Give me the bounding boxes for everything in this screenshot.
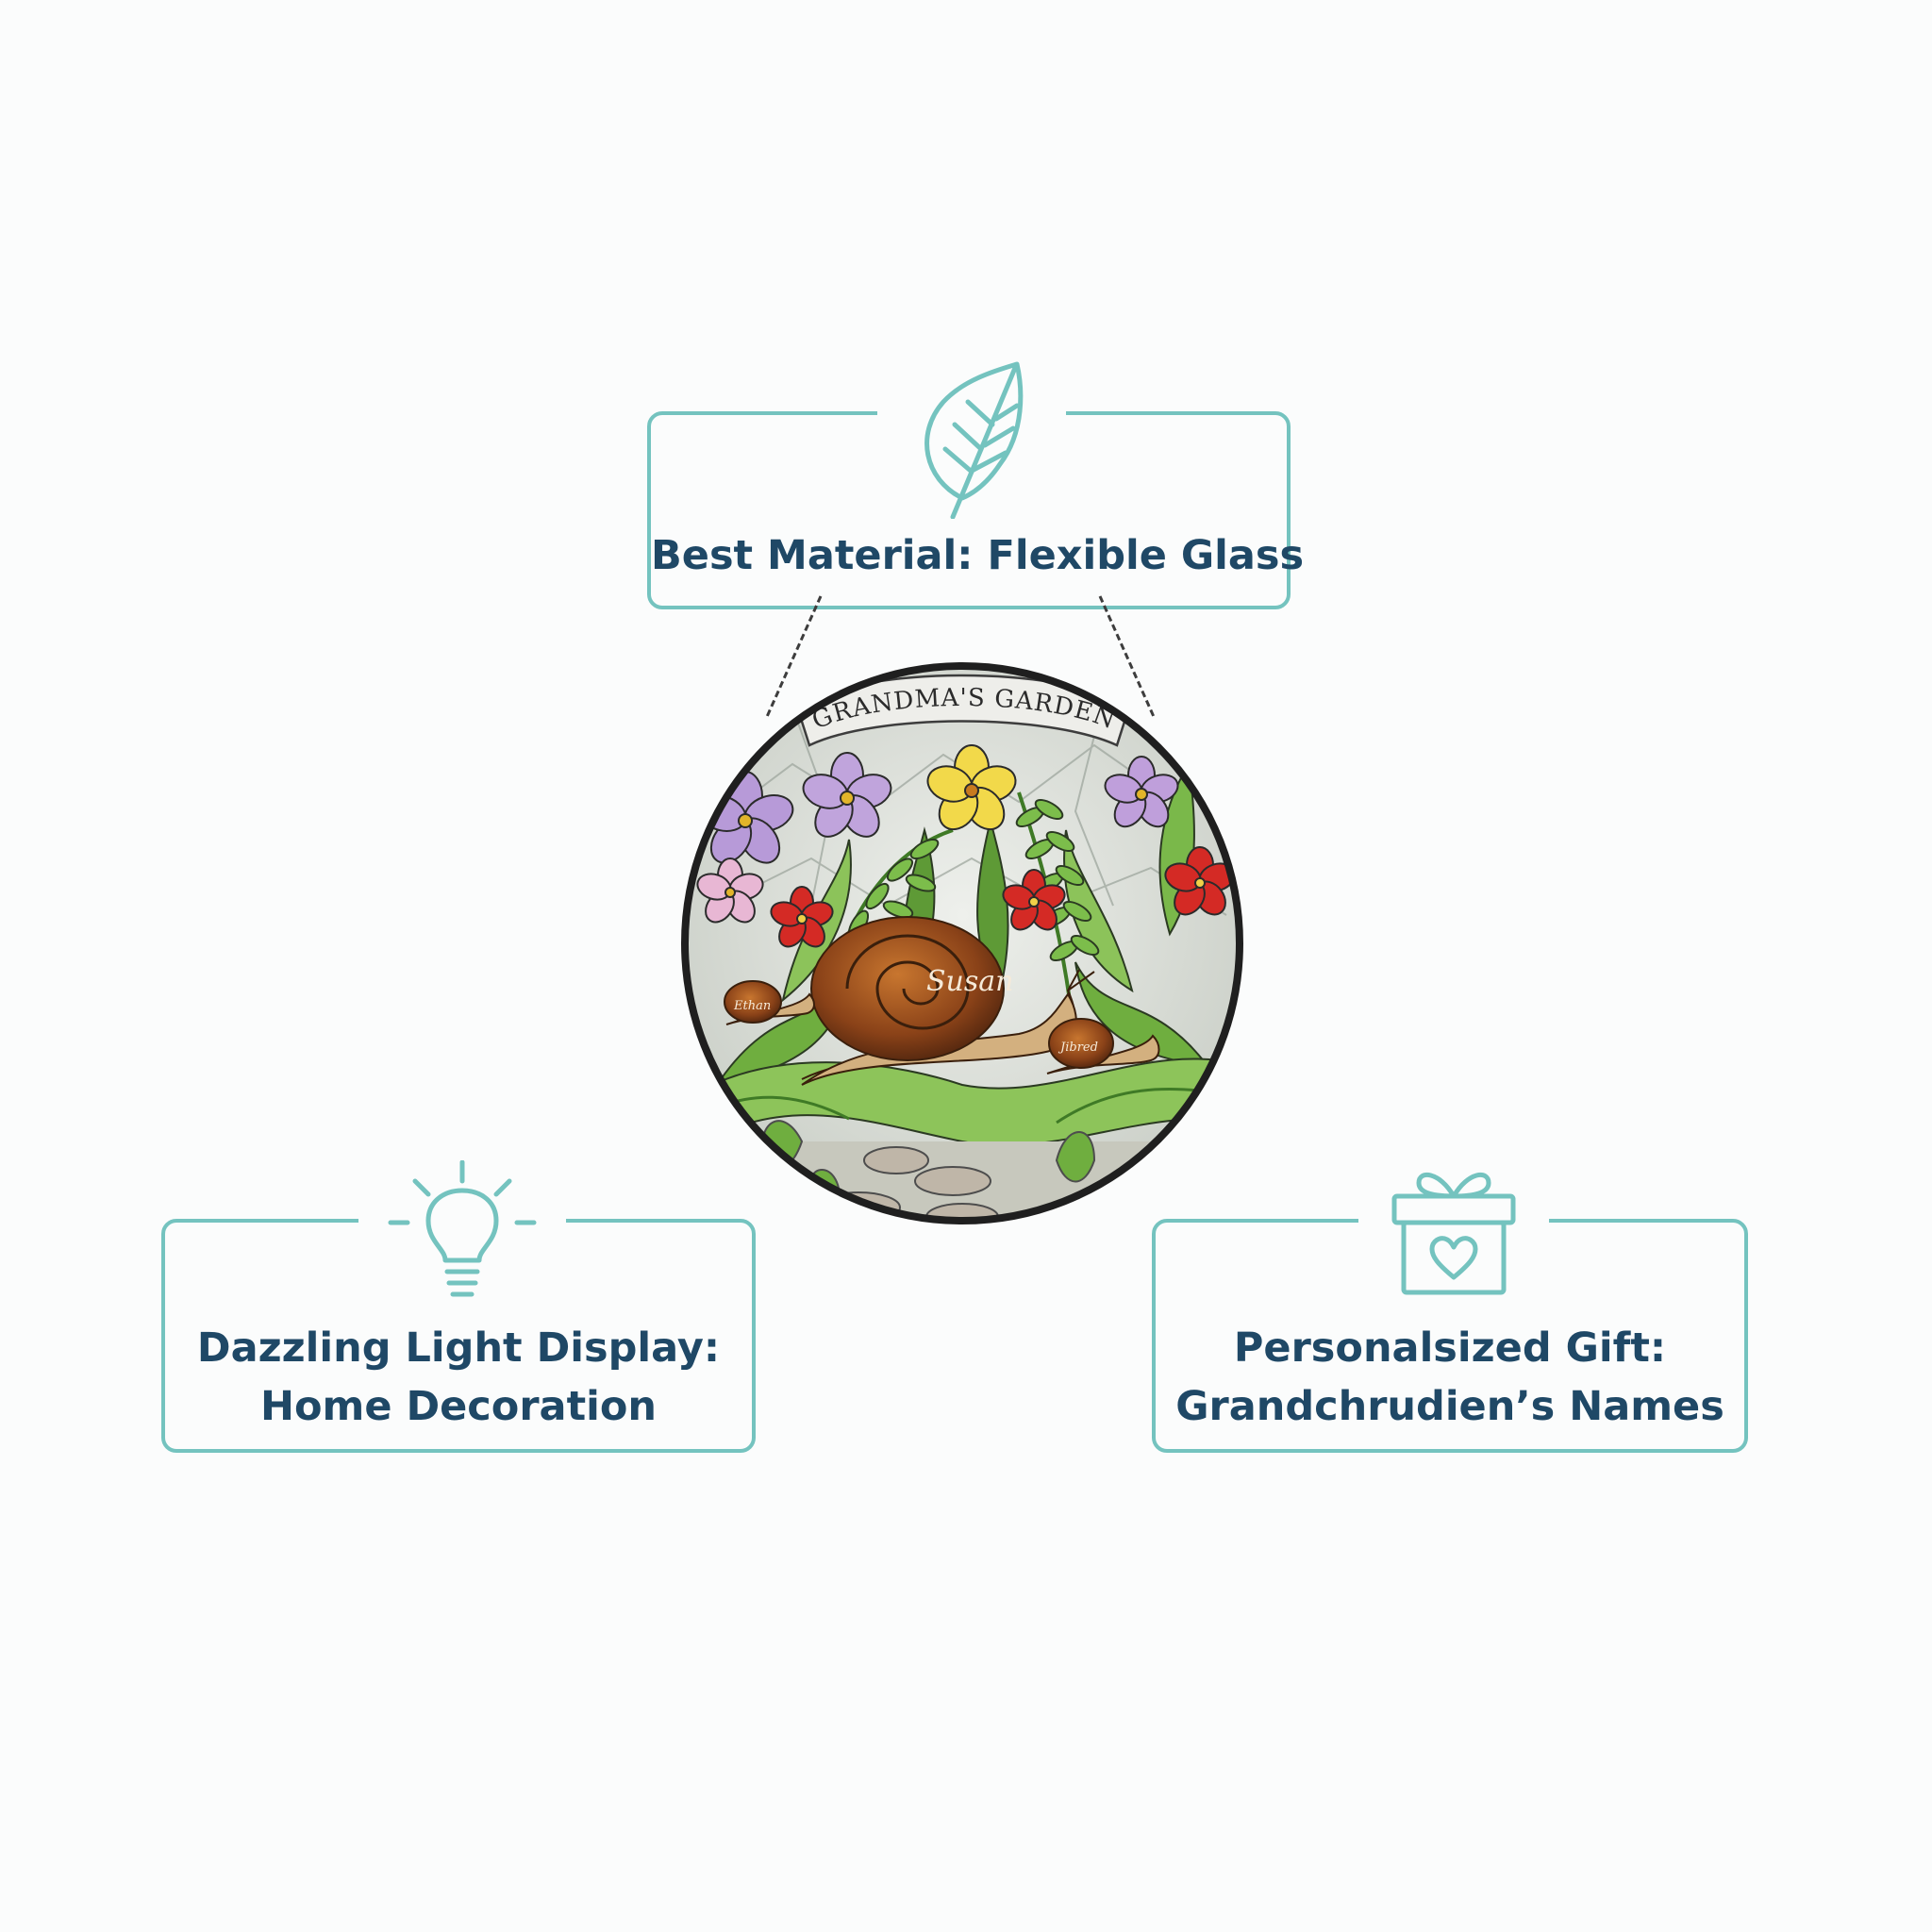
main-snail-name: Susan bbox=[926, 965, 1013, 998]
flowers bbox=[696, 744, 1236, 948]
feature-text-gift-line1: Personalsized Gift: bbox=[1233, 1324, 1667, 1372]
box-border-gap bbox=[358, 1213, 566, 1228]
small-snail-name-left: Ethan bbox=[733, 999, 771, 1013]
stained-glass-suncatcher: Susan Ethan Jibred GRANDMA'S GARDEN bbox=[681, 595, 1243, 1224]
banner bbox=[794, 674, 1132, 747]
gift-box-heart-icon bbox=[1391, 1173, 1516, 1295]
small-snail-right bbox=[1046, 1018, 1160, 1074]
small-snail-left bbox=[724, 980, 815, 1025]
feature-box-light: Dazzling Light Display: Home Decoration bbox=[161, 1160, 756, 1453]
feature-text-light-line1: Dazzling Light Display: bbox=[196, 1324, 721, 1372]
leaf-icon bbox=[924, 361, 1024, 519]
suncatcher-rim bbox=[681, 662, 1243, 1224]
small-snail-name-right: Jibred bbox=[1058, 1041, 1098, 1055]
feature-box-gift: Personalsized Gift: Grandchrudien’s Name… bbox=[1152, 1173, 1748, 1453]
feature-text-material: Best Material: Flexible Glass bbox=[651, 532, 1305, 579]
feature-box-material: Best Material: Flexible Glass bbox=[647, 361, 1305, 609]
feature-text-gift-line2: Grandchrudien’s Names bbox=[1175, 1383, 1724, 1430]
lightbulb-icon bbox=[388, 1160, 537, 1297]
main-snail bbox=[801, 916, 1095, 1086]
hanging-chains bbox=[764, 595, 1157, 720]
feature-text-light-line2: Home Decoration bbox=[259, 1383, 658, 1430]
